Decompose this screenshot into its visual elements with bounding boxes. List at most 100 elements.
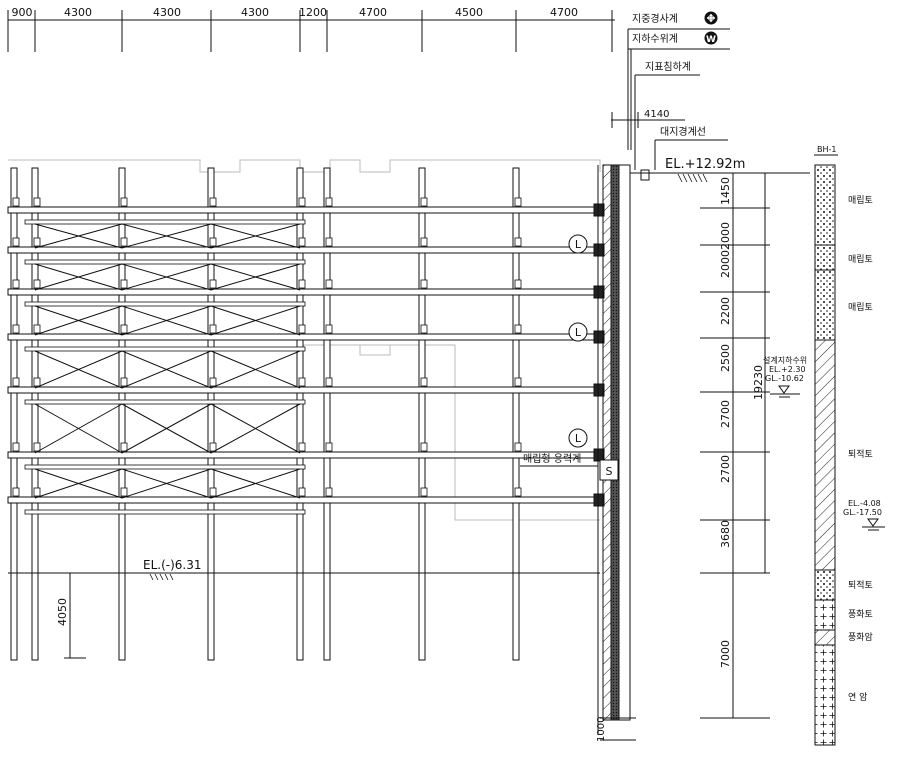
top-dim-1: 4300 [64, 6, 92, 19]
top-dim-2: 4300 [153, 6, 181, 19]
bracing [210, 223, 301, 249]
water-level-title: 설계지하수위 [763, 355, 807, 365]
bracket [514, 487, 522, 497]
bracing [210, 468, 301, 499]
h-pile [118, 167, 126, 661]
bracket [420, 279, 428, 289]
retaining-wall: 1000 [596, 164, 636, 742]
pile-embedment-dimension: 4050 [56, 598, 69, 626]
bracket [420, 377, 428, 387]
bracket [298, 237, 306, 247]
load-cells: L L L [568, 234, 588, 448]
layer-label: 매립토 [848, 195, 873, 206]
bracing [210, 403, 301, 454]
depth-dim-6: 2700 [719, 455, 732, 483]
layer-label: 연 암 [848, 691, 867, 703]
depth-dimension-chain: 1450 2000 2000 2200 2500 2700 2700 3680 … [700, 172, 770, 719]
borehole-log: BH-1 매립토 매립토 매립토 퇴적토 퇴적토 풍화토 풍화암 연 암 EL.… [814, 145, 885, 746]
bracing [210, 350, 301, 389]
legend-inclinometer-label: 지중경사계 [632, 12, 678, 25]
strut [7, 451, 601, 459]
bracket [33, 237, 41, 247]
layer-label: 매립토 [848, 302, 873, 313]
h-pile [323, 167, 331, 661]
bracing [121, 350, 212, 389]
depth-dim-7: 3680 [719, 520, 732, 548]
excavation-level: EL.(-)6.31 4050 [8, 558, 600, 659]
bracket [298, 487, 306, 497]
bracing [34, 403, 123, 454]
bracket [298, 197, 306, 207]
bracket [325, 487, 333, 497]
h-pile [207, 167, 215, 661]
wale [24, 509, 306, 515]
depth-dim-3: 2200 [719, 297, 732, 325]
load-cell-symbol: L [575, 326, 582, 339]
water-level-meter-icon: W [704, 31, 718, 45]
top-dim-4: 1200 [299, 6, 327, 19]
depth-dim-0: 1450 [719, 177, 732, 205]
bracket [209, 442, 217, 452]
wale [24, 301, 306, 307]
depth-dim-2: 2000 [719, 250, 732, 278]
bracket [12, 237, 20, 247]
layer-label: 퇴적토 [848, 579, 873, 591]
depth-dim-4: 2500 [719, 344, 732, 372]
bracket [120, 377, 128, 387]
bracket [12, 197, 20, 207]
site-boundary-label: 대지경계선 [660, 125, 706, 138]
layer-label: 매립토 [848, 254, 873, 265]
bracket [120, 324, 128, 334]
bracing [34, 305, 123, 336]
top-dim-3: 4300 [241, 6, 269, 19]
bracket [514, 279, 522, 289]
bracket [420, 237, 428, 247]
ground-hatch [677, 173, 708, 183]
bracket [33, 442, 41, 452]
bracket [420, 487, 428, 497]
h-pile [296, 167, 304, 661]
bracing [121, 468, 212, 499]
inclinometer-icon [704, 11, 718, 25]
bracket [420, 442, 428, 452]
bracket [325, 237, 333, 247]
bracket [209, 197, 217, 207]
wale [24, 219, 306, 225]
h-pile [10, 167, 18, 661]
water-level-meter-symbol: W [706, 35, 716, 45]
h-pile [31, 167, 39, 661]
layer-label: 퇴적토 [848, 448, 873, 460]
top-dimension-line: 900 4300 4300 4300 1200 4700 4500 4700 [7, 6, 615, 52]
borehole-water-gl: GL.-17.50 [843, 508, 882, 517]
wale [24, 259, 306, 265]
stress-meter-callout: 매립형 응력계 S [520, 452, 619, 481]
bracket [209, 377, 217, 387]
borehole-name: BH-1 [817, 145, 836, 154]
bracing [34, 468, 123, 499]
bracket [12, 442, 20, 452]
wall-callouts: 지표침하계 4140 대지경계선 EL.+12.92m [611, 60, 810, 183]
settlement-gauge-label: 지표침하계 [645, 60, 691, 73]
h-pile [512, 167, 520, 661]
legend: 지중경사계 지하수위계 W [627, 11, 730, 150]
load-cell-icon: L [568, 428, 588, 448]
bracing [34, 263, 123, 291]
strut [7, 206, 601, 214]
bracket [120, 237, 128, 247]
strut-system [7, 167, 605, 661]
load-cell-symbol: L [575, 432, 582, 445]
bracket [33, 197, 41, 207]
bracing [121, 263, 212, 291]
depth-dim-8: 7000 [719, 640, 732, 668]
h-pile [418, 167, 426, 661]
bracket [120, 197, 128, 207]
bracket [325, 279, 333, 289]
top-dim-6: 4500 [455, 6, 483, 19]
layer-label: 풍화암 [848, 631, 873, 643]
design-water-level: 설계지하수위 EL.+2.30 GL.-10.62 [763, 355, 807, 398]
water-level-gl: GL.-10.62 [765, 374, 804, 383]
bracket [420, 324, 428, 334]
load-cell-icon: L [568, 322, 588, 342]
